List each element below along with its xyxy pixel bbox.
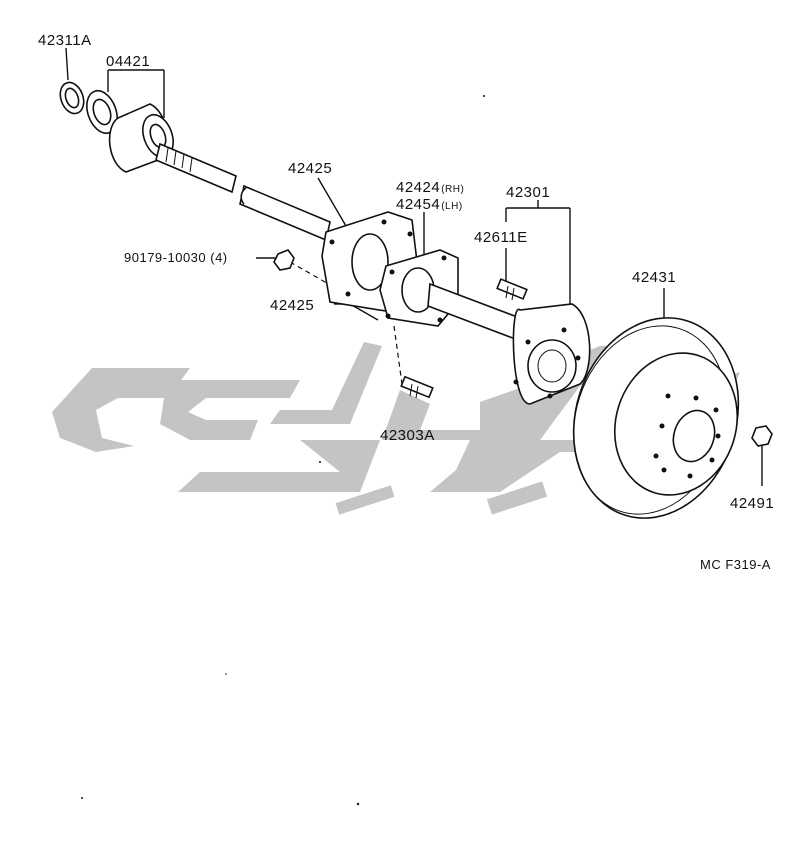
part-label-42311A: 42311A bbox=[38, 32, 92, 49]
oil-seal-part bbox=[59, 81, 85, 115]
leader-lines bbox=[65, 47, 763, 486]
brake-disc-part bbox=[572, 317, 740, 519]
watermark-logo bbox=[52, 342, 740, 515]
part-label-42301: 42301 bbox=[506, 184, 550, 201]
axle-hub-part bbox=[427, 282, 591, 405]
hub-bolt-part bbox=[496, 278, 528, 301]
part-labels: 42311A 04421 42425 42424(RH) 42454(LH) 4… bbox=[38, 32, 774, 572]
part-label-42424: 42424(RH) bbox=[396, 179, 464, 196]
part-label-42491: 42491 bbox=[730, 495, 774, 512]
bolt-part bbox=[400, 375, 434, 399]
part-label-90179-10030: 90179-10030 (4) bbox=[124, 250, 228, 265]
part-label-42454: 42454(LH) bbox=[396, 196, 463, 213]
part-label-42431: 42431 bbox=[632, 269, 676, 286]
part-label-42425-upper: 42425 bbox=[288, 160, 332, 177]
part-label-42611E: 42611E bbox=[474, 229, 528, 246]
wheel-nut-part bbox=[751, 425, 773, 447]
nut-part bbox=[273, 249, 295, 271]
part-label-42303A: 42303A bbox=[380, 427, 435, 444]
axle-shaft-part bbox=[155, 142, 331, 242]
part-label-04421: 04421 bbox=[106, 53, 150, 70]
print-specks bbox=[81, 95, 485, 806]
part-label-42425-lower: 42425 bbox=[270, 297, 314, 314]
diagram-reference-code: MC F319-A bbox=[700, 557, 771, 572]
